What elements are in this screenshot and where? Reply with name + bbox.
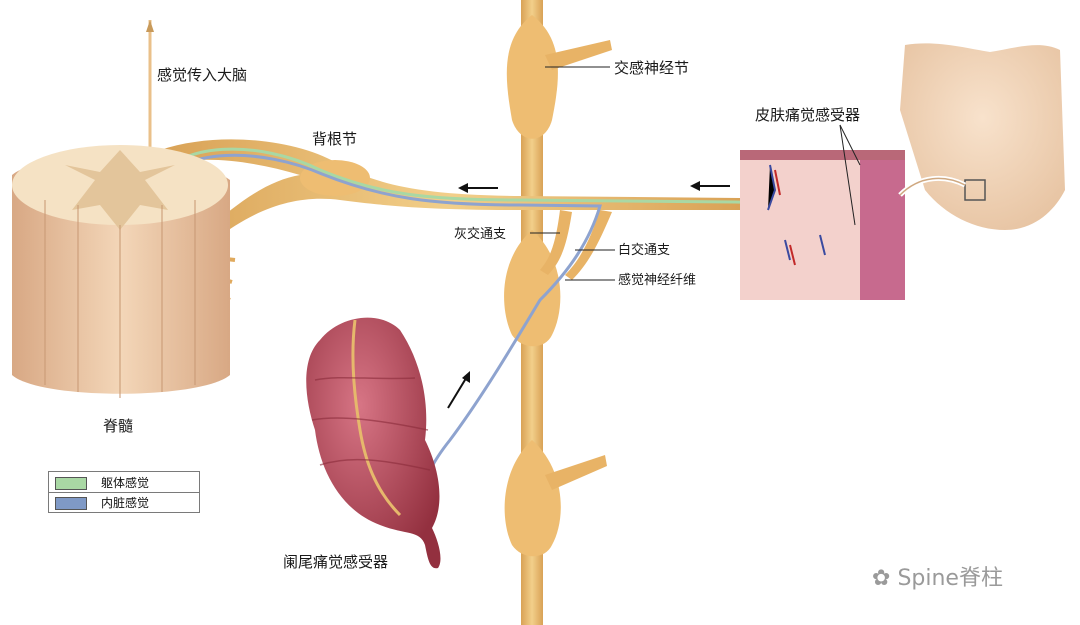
label-spinal-cord: 脊髓	[103, 417, 134, 435]
label-white-ramus: 白交通支	[618, 243, 671, 258]
legend-label-somatic: 躯体感觉	[101, 476, 150, 490]
legend-item-somatic: 躯体感觉	[49, 473, 199, 492]
label-skin-pain-receptor: 皮肤痛觉感受器	[755, 106, 861, 124]
direction-arrows	[447, 181, 730, 409]
label-to-brain: 感觉传入大脑	[157, 66, 248, 84]
sympathetic-ganglion-3	[504, 440, 561, 557]
sympathetic-ganglion-1	[506, 15, 558, 139]
legend-item-visceral: 内脏感觉	[49, 492, 199, 512]
sympathetic-ganglion-2	[504, 230, 561, 347]
appendix	[306, 317, 441, 569]
skin-area-marker	[964, 179, 986, 201]
watermark: ✿ Spine脊柱	[872, 560, 1003, 592]
legend-swatch-somatic	[55, 477, 87, 490]
label-gray-ramus: 灰交通支	[454, 227, 507, 242]
wechat-icon: ✿	[872, 566, 891, 591]
legend-label-visceral: 内脏感觉	[101, 496, 150, 510]
label-sensory-fiber: 感觉神经纤维	[618, 273, 697, 288]
sympathetic-trunk	[504, 0, 612, 625]
torso	[898, 43, 1065, 230]
legend-swatch-visceral	[55, 497, 87, 510]
spinal-cord	[12, 145, 230, 398]
label-appendix-receptor: 阑尾痛觉感受器	[283, 553, 389, 571]
leader-lines	[530, 66, 861, 281]
label-sympathetic-ganglion: 交感神经节	[614, 59, 690, 77]
skin-section	[740, 150, 905, 300]
label-dorsal-root-ganglion: 背根节	[312, 130, 358, 148]
legend: 躯体感觉 内脏感觉	[48, 471, 200, 513]
watermark-text: Spine脊柱	[897, 566, 1003, 591]
